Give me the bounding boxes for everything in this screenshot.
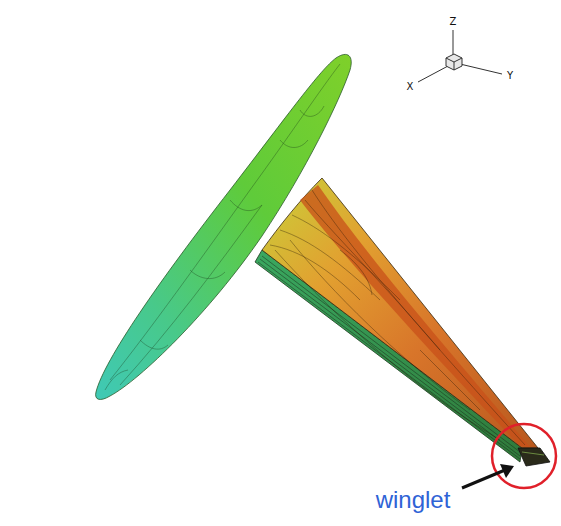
axis-label: Z [450,17,457,27]
callout-label: winglet [376,488,451,512]
axis-label: Y [507,71,513,81]
axis-label: X [407,82,414,92]
